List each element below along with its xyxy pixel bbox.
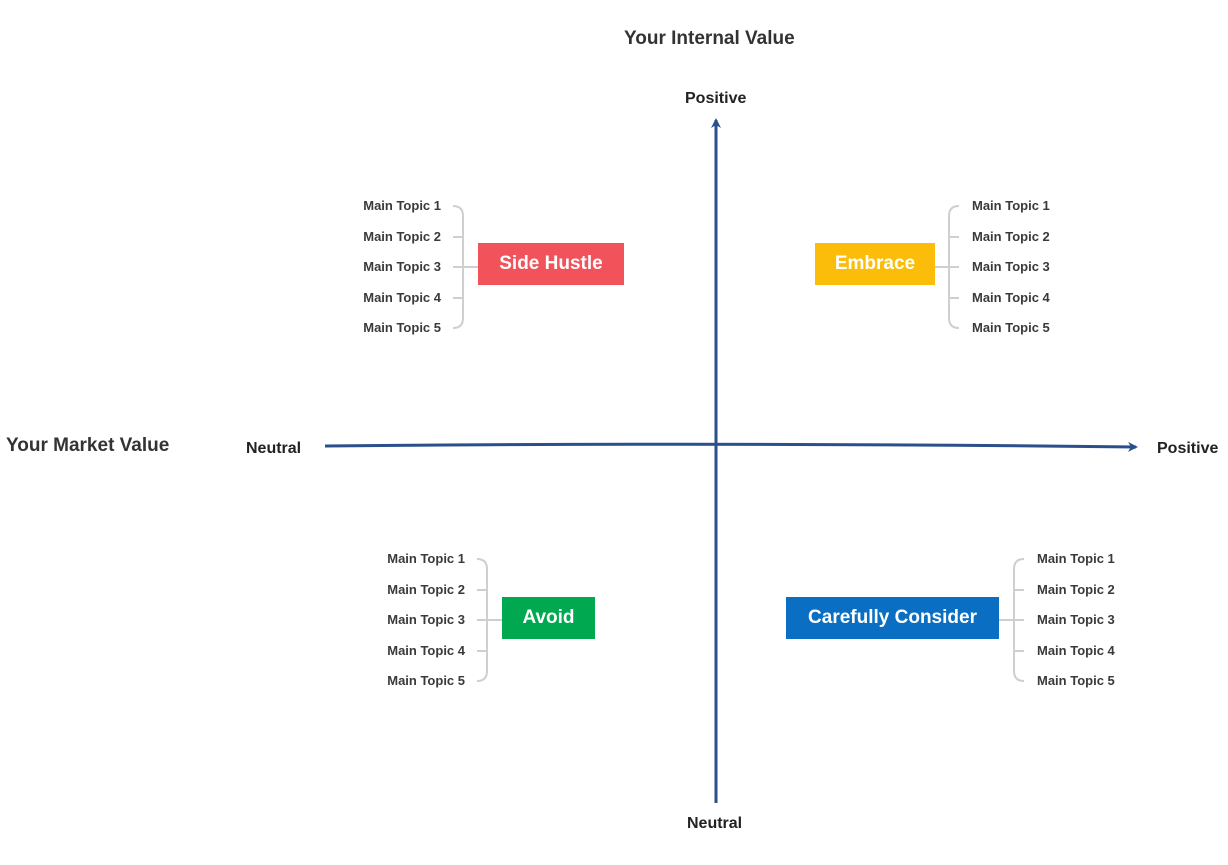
topic-item: Main Topic 3	[363, 259, 441, 274]
topic-item: Main Topic 1	[363, 198, 441, 213]
topic-item: Main Topic 5	[972, 320, 1050, 335]
topic-item: Main Topic 2	[1037, 582, 1115, 597]
topic-item: Main Topic 4	[1037, 643, 1115, 658]
vertical-axis-title: Your Internal Value	[624, 28, 795, 49]
carefully-consider-box: Carefully Consider	[786, 597, 999, 639]
topic-item: Main Topic 5	[363, 320, 441, 335]
avoid-box: Avoid	[502, 597, 595, 639]
topic-item: Main Topic 4	[363, 290, 441, 305]
axis-label-top: Positive	[685, 90, 747, 107]
axis-label-right: Positive	[1157, 440, 1219, 457]
embrace-box: Embrace	[815, 243, 935, 285]
horizontal-axis	[324, 441, 1138, 452]
topic-item: Main Topic 5	[1037, 673, 1115, 688]
topic-item: Main Topic 2	[972, 229, 1050, 244]
horizontal-axis-title: Your Market Value	[6, 435, 170, 456]
topic-item: Main Topic 4	[387, 643, 465, 658]
topic-item: Main Topic 3	[1037, 612, 1115, 627]
topic-item: Main Topic 3	[387, 612, 465, 627]
topic-item: Main Topic 3	[972, 259, 1050, 274]
topic-item: Main Topic 1	[1037, 551, 1115, 566]
topic-item: Main Topic 1	[387, 551, 465, 566]
topic-item: Main Topic 2	[363, 229, 441, 244]
side-hustle-box: Side Hustle	[478, 243, 624, 285]
topic-item: Main Topic 1	[972, 198, 1050, 213]
topic-item: Main Topic 4	[972, 290, 1050, 305]
topic-item: Main Topic 5	[387, 673, 465, 688]
axis-label-left: Neutral	[246, 440, 302, 457]
axis-label-bottom: Neutral	[687, 815, 743, 832]
topic-item: Main Topic 2	[387, 582, 465, 597]
